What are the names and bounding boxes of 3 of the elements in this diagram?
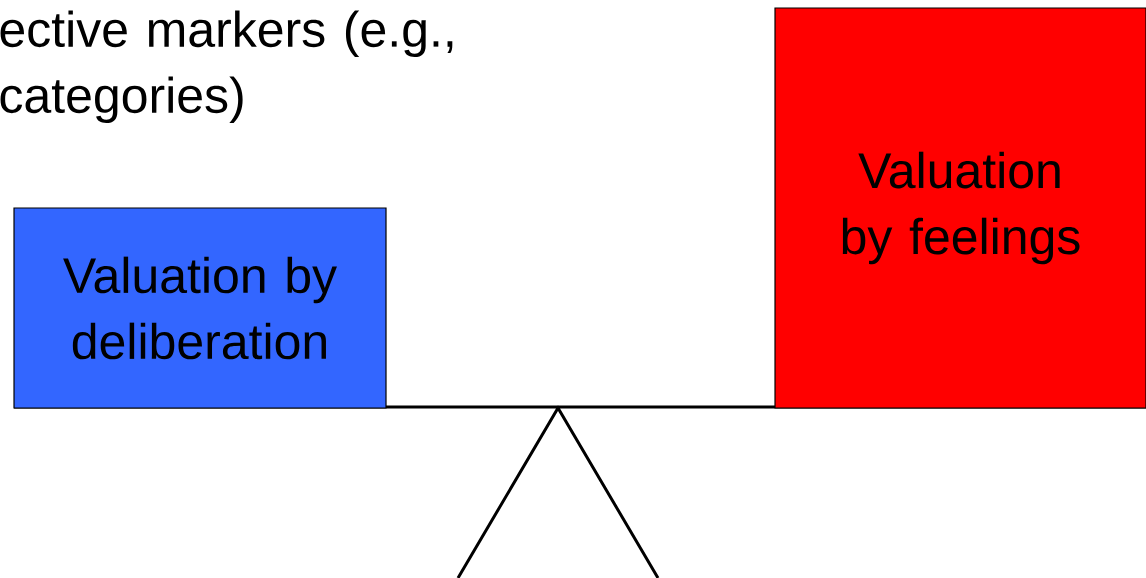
valuation-box: Valuation by feelings	[774, 7, 1146, 409]
valuation-box: Valuation by deliberation	[13, 207, 387, 409]
heading-text: ective markers (e.g., categories)	[0, 10, 453, 123]
